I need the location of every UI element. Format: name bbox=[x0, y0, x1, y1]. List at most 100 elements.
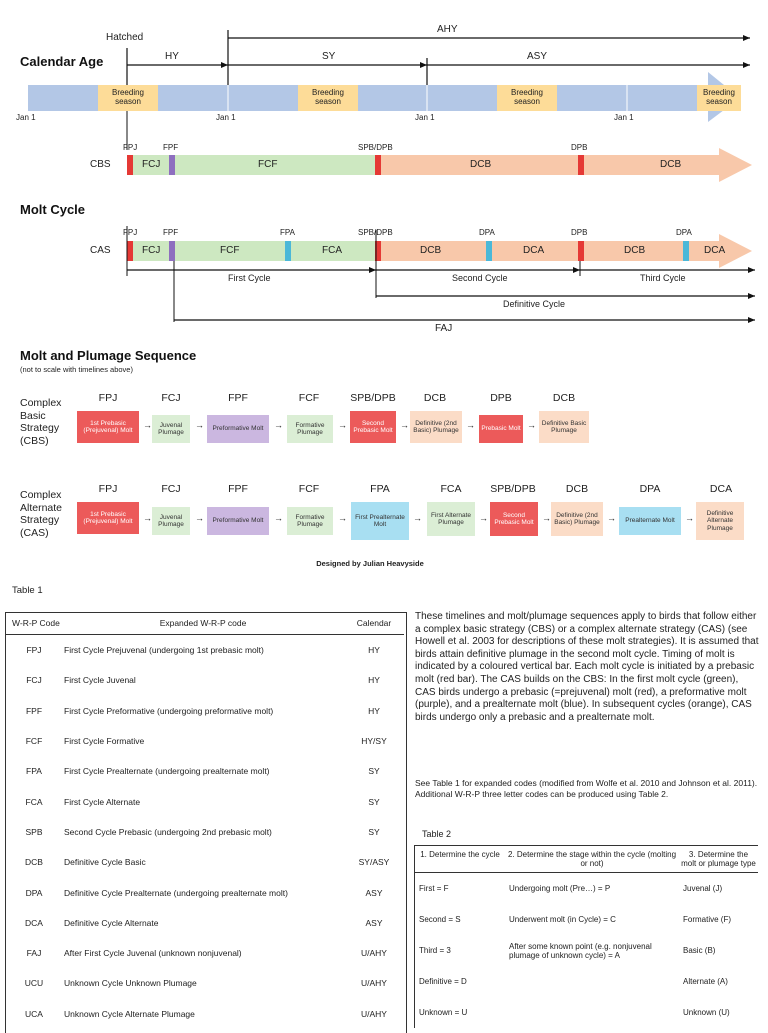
type-cell: Unknown (U) bbox=[683, 1008, 730, 1017]
faj-label: FAJ bbox=[435, 323, 453, 334]
stage-cell: Underwent molt (in Cycle) = C bbox=[509, 915, 616, 924]
cbs-dpb-label: DPB bbox=[571, 143, 588, 152]
cbs-dcb-label: DCB bbox=[470, 159, 492, 170]
seq-molt-box: Second Prebasic Molt bbox=[350, 411, 396, 443]
seq-plumage-box: First Alternate Plumage bbox=[427, 502, 475, 536]
arrow-icon: → bbox=[143, 513, 152, 523]
cas-dcb-label: DCB bbox=[420, 245, 442, 256]
cycle-cell: Second = S bbox=[419, 915, 461, 924]
cbs-dpb-molt-mark bbox=[578, 155, 584, 175]
calendar-cell: ASY bbox=[365, 887, 383, 898]
expanded-code-cell: Unknown Cycle Unknown Plumage bbox=[64, 978, 197, 989]
seq-code: FCJ bbox=[161, 392, 181, 404]
table-row: FCJ First Cycle Juvenal HY bbox=[6, 665, 404, 695]
code-cell: FPF bbox=[25, 705, 43, 716]
breeding-season-block bbox=[298, 85, 358, 111]
calendar-cell: HY/SY bbox=[361, 736, 387, 747]
expanded-code-cell: Definitive Cycle Prealternate (undergoin… bbox=[64, 887, 288, 898]
cycle-cell: Third = 3 bbox=[419, 946, 451, 955]
stage-cell bbox=[505, 966, 679, 997]
expanded-code-cell: First Cycle Formative bbox=[64, 736, 145, 747]
jan1-label: Jan 1 bbox=[216, 113, 236, 122]
breeding-season-block bbox=[497, 85, 557, 111]
seq-code: FCF bbox=[298, 392, 320, 404]
seq-molt-box: Prebasic Molt bbox=[479, 415, 523, 443]
seq-code: DPA bbox=[639, 483, 661, 495]
seq-molt-box: Preformative Molt bbox=[207, 415, 269, 443]
cas-dpa-molt-mark bbox=[486, 241, 492, 261]
seq-plumage-box: Juvenal Plumage bbox=[152, 507, 190, 535]
hy-label: HY bbox=[165, 51, 179, 62]
cas-dpb-label: DPB bbox=[571, 228, 588, 237]
cas-fpf-molt-mark bbox=[169, 241, 175, 261]
cas-fpf-label: FPF bbox=[163, 228, 179, 237]
seq-code: FPA bbox=[370, 483, 390, 495]
description-paragraph: These timelines and molt/plumage sequenc… bbox=[415, 611, 759, 723]
arrow-icon: → bbox=[338, 513, 347, 523]
expanded-code-cell: First Cycle Alternate bbox=[64, 796, 141, 807]
seq-plumage-box: Definitive Alternate Plumage bbox=[696, 502, 744, 540]
breeding-season-block bbox=[98, 85, 158, 111]
code-cell: FAJ bbox=[26, 948, 42, 959]
seq-code: FPF bbox=[228, 483, 248, 495]
calendar-cell: U/AHY bbox=[361, 948, 387, 959]
calendar-cell: HY bbox=[368, 675, 380, 686]
seq-molt-box: 1st Prebasic (Prejuvenal) Molt bbox=[77, 411, 139, 443]
cycle-cell: First = F bbox=[419, 884, 449, 893]
table1: W-R-P Code Expanded W-R-P code Calendar … bbox=[6, 612, 404, 1029]
sequence-note: (not to scale with timelines above) bbox=[20, 365, 133, 374]
seq-plumage-box: Definitive (2nd Basic) Plumage bbox=[551, 502, 603, 536]
expanded-code-cell: First Cycle Prejuvenal (undergoing 1st p… bbox=[64, 645, 264, 656]
calendar-age-heading: Calendar Age bbox=[20, 54, 104, 69]
seq-code: SPB/DPB bbox=[490, 483, 536, 495]
arrow-icon: → bbox=[195, 420, 204, 430]
cbs-dcb-label: DCB bbox=[660, 159, 682, 170]
seq-code: DCB bbox=[552, 392, 576, 404]
table2-header-row: 1. Determine the cycle 2. Determine the … bbox=[414, 845, 758, 873]
cas-fpa-molt-mark bbox=[285, 241, 291, 261]
col-header: 1. Determine the cycle bbox=[414, 845, 505, 873]
seq-molt-box: Prealternate Molt bbox=[619, 507, 681, 535]
arrow-icon: → bbox=[466, 420, 475, 430]
code-cell: FCJ bbox=[26, 675, 42, 686]
arrow-icon: → bbox=[274, 420, 283, 430]
col-header: 3. Determine the molt or plumage type bbox=[679, 845, 758, 873]
calendar-cell: SY bbox=[368, 826, 380, 837]
seq-molt-box: Preformative Molt bbox=[207, 507, 269, 535]
cbs-strategy-label: Complex Basic Strategy (CBS) bbox=[20, 397, 62, 447]
seq-plumage-box: Definitive Basic Plumage bbox=[539, 411, 589, 443]
table1-header-row: W-R-P Code Expanded W-R-P code Calendar bbox=[6, 612, 404, 635]
jan1-label: Jan 1 bbox=[614, 113, 634, 122]
calendar-cell: U/AHY bbox=[361, 1008, 387, 1019]
expanded-code-cell: First Cycle Juvenal bbox=[64, 675, 136, 686]
cas-dpb-molt-mark bbox=[578, 241, 584, 261]
seq-molt-box: First Prealternate Molt bbox=[351, 502, 409, 540]
type-cell: Juvenal (J) bbox=[683, 884, 723, 893]
cas-fpa-label: FPA bbox=[280, 228, 295, 237]
code-cell: UCA bbox=[25, 1008, 43, 1019]
cbs-spbdpb-label: SPB/DPB bbox=[358, 143, 393, 152]
table-row: Third = 3 After some known point (e.g. no… bbox=[415, 935, 759, 966]
cbs-fcf-label: FCF bbox=[258, 159, 278, 170]
code-cell: FCA bbox=[25, 796, 43, 807]
col-header: W-R-P Code bbox=[6, 612, 62, 635]
arrow-icon: → bbox=[400, 420, 409, 430]
seq-code: FCA bbox=[440, 483, 462, 495]
cas-first-cycle-bar bbox=[127, 241, 377, 261]
seq-code: DCB bbox=[565, 483, 589, 495]
cas-dpa-label: DPA bbox=[676, 228, 692, 237]
credit-line: Designed by Julian Heavyside bbox=[316, 559, 424, 568]
seq-code: FPJ bbox=[98, 483, 118, 495]
cbs-fpj-label: FPJ bbox=[123, 143, 138, 152]
reference-paragraph: See Table 1 for expanded codes (modified… bbox=[415, 778, 758, 799]
expanded-code-cell: Definitive Cycle Alternate bbox=[64, 917, 159, 928]
stage-cell: After some known point (e.g. nonjuvenal … bbox=[509, 941, 652, 960]
